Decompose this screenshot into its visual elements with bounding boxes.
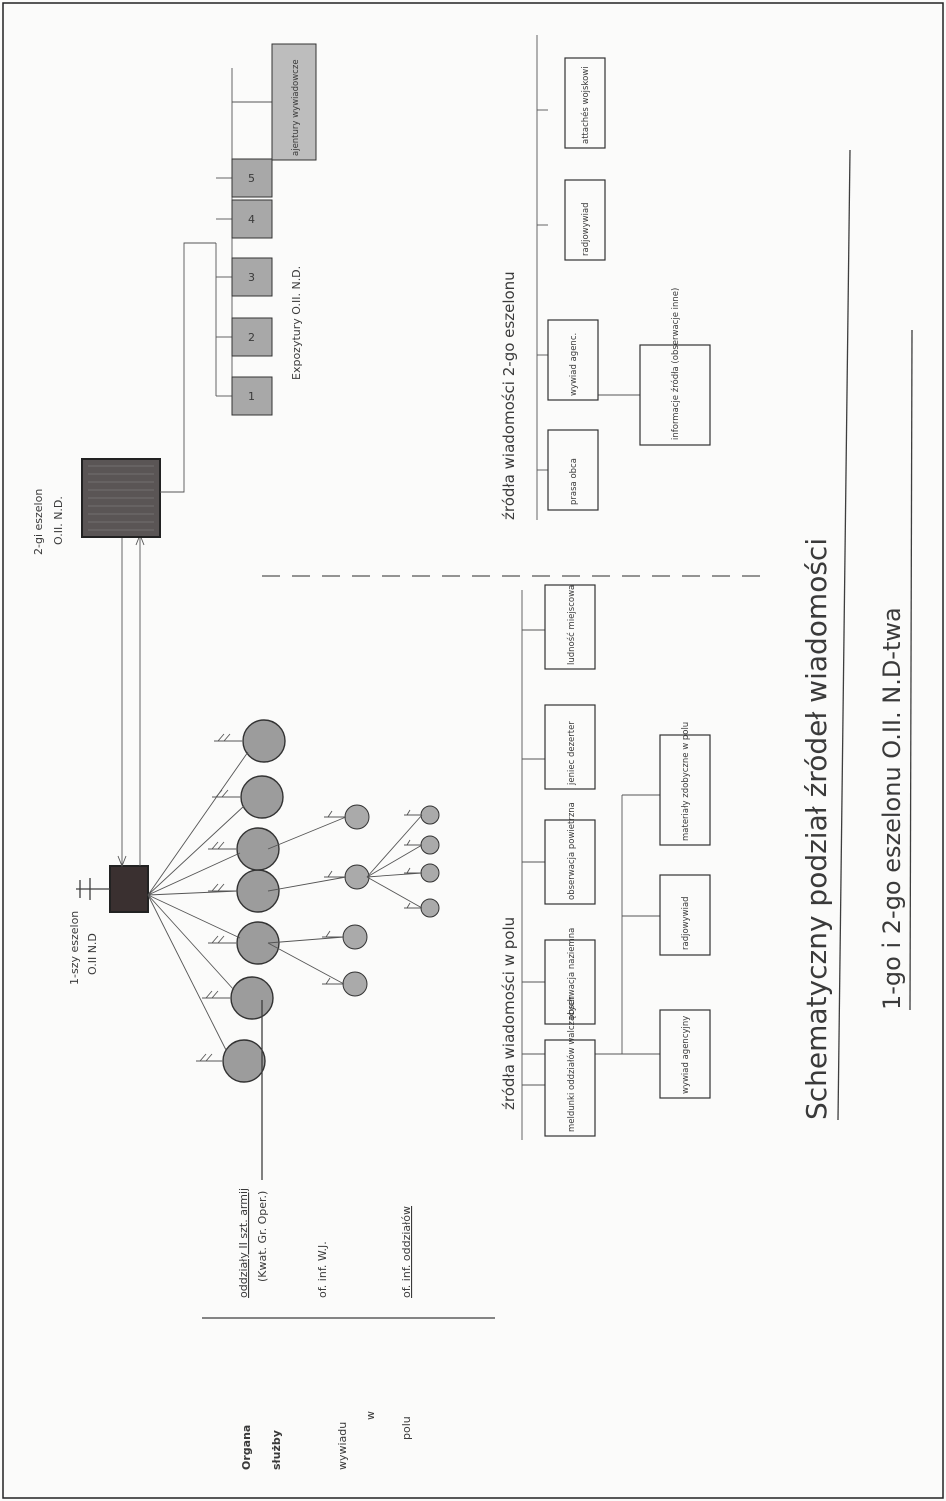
caption-line-1: Schematyczny podział źródeł wiadomości [800, 538, 833, 1120]
expositure-boxes [232, 159, 272, 415]
subunit-links [268, 810, 422, 984]
caption-underline-1 [838, 150, 850, 1120]
organs-heading-3: wywiadu [336, 1422, 349, 1470]
sources-field-box-3: obserwacja powietrzna [567, 802, 577, 900]
sources-field-box-7: radjowywiad [681, 896, 691, 950]
sources-second-box-3: radjowywiad [581, 202, 591, 256]
sources-second-box-4: attachés wojskowi [580, 66, 591, 144]
circle-antennas [196, 734, 242, 1061]
sources-field-box-2: obserwacja naziemna [567, 928, 577, 1020]
first-echelon-label-1: 1-szy eszelon [68, 911, 81, 985]
sources-second-box-5: informacje źródła (obserwacje inne) [670, 288, 681, 440]
sources-field-box-5: ludność miejscowa [566, 585, 577, 665]
expositure-box-4: 4 [248, 213, 255, 226]
caption-line-2: 1-go i 2-go eszelonu O.II. N.D-twa [878, 607, 906, 1010]
organs-heading-2: służby [270, 1430, 283, 1470]
expositure-box-1: 1 [248, 390, 255, 403]
sources-field-box-8: materiały zdobyczne w polu [681, 722, 691, 841]
sources-second-boxes [548, 58, 710, 510]
expositure-box-2: 2 [248, 331, 255, 344]
sources-field-title: źródła wiadomości w polu [500, 917, 518, 1110]
sources-field-box-4: jeniec dezerter [567, 721, 577, 786]
first-echelon-node [110, 866, 148, 912]
sources-second-box-1: prasa obca [569, 458, 579, 505]
echelon-link [118, 535, 144, 866]
organs-heading-1: Organa [240, 1425, 253, 1470]
second-echelon-label-2: O.II. N.D. [52, 496, 65, 545]
expositure-box-5: 5 [248, 172, 255, 185]
expositures-label: Expozytury O.II. N.D. [290, 266, 303, 380]
organs-item-2: (Kwat. Gr. Oper.) [256, 1191, 269, 1282]
organs-item-3: of. inf. W.J. [316, 1241, 329, 1298]
first-echelon-antenna [76, 878, 110, 900]
organs-item-1: oddziały II szt. armij [237, 1188, 250, 1298]
expositure-box-3: 3 [248, 271, 255, 284]
organs-item-4: of. inf. oddziałów [400, 1206, 413, 1298]
organs-heading-4: w [364, 1411, 377, 1420]
organs-heading-5: polu [400, 1416, 413, 1440]
caption-underline-2 [910, 330, 912, 1010]
agencies-label: ajentury wywiadowcze [291, 59, 301, 156]
second-echelon-label-1: 2-gi eszelon [32, 489, 45, 555]
sources-second-title: źródła wiadomości 2-go eszelonu [500, 271, 518, 520]
first-echelon-label-2: O.II N.D [86, 933, 99, 975]
sources-field-box-6: wywiad agencyjny [681, 1016, 691, 1094]
sources-second-box-2: wywiad agenc. [569, 333, 579, 396]
subunit-circles [343, 805, 439, 996]
